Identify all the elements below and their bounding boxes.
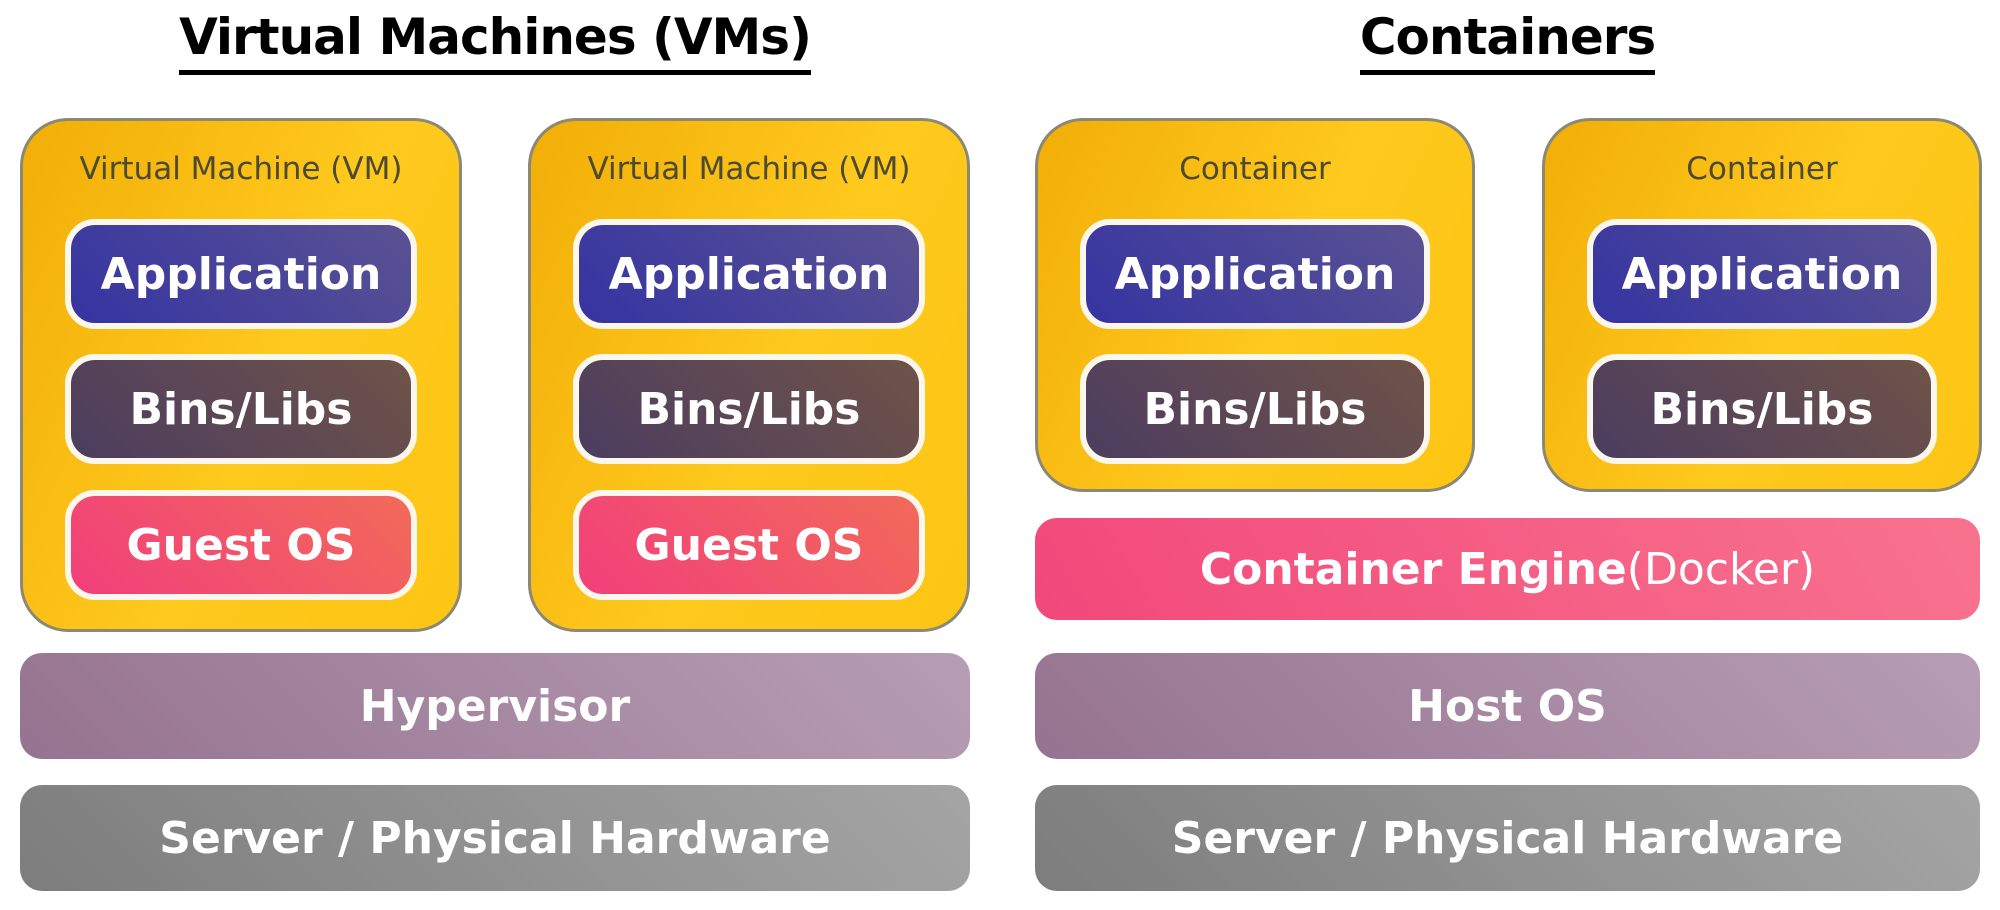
host-os-label: Host OS xyxy=(1408,680,1607,732)
container-card-2: Container Application Bins/Libs xyxy=(1542,118,1982,492)
hypervisor-label: Hypervisor xyxy=(359,680,631,732)
bins-libs-label: Bins/Libs xyxy=(637,383,861,435)
application-label: Application xyxy=(100,248,382,300)
guest-os-label: Guest OS xyxy=(126,519,356,571)
application-label: Application xyxy=(608,248,890,300)
container-card-1-label: Container xyxy=(1179,151,1331,187)
vm-section-title: Virtual Machines (VMs) xyxy=(20,8,970,75)
bins-libs-label: Bins/Libs xyxy=(129,383,353,435)
vm-card-1-bins-libs-box: Bins/Libs xyxy=(65,354,417,464)
vm-card-2-label: Virtual Machine (VM) xyxy=(587,151,911,187)
container-engine-label: Container Engine xyxy=(1199,543,1627,595)
server-hardware-bar-right: Server / Physical Hardware xyxy=(1035,785,1980,891)
container-card-1-application-box: Application xyxy=(1080,219,1430,329)
bins-libs-label: Bins/Libs xyxy=(1650,383,1874,435)
containers-section-title-text: Containers xyxy=(1359,10,1656,75)
container-engine-docker-label: (Docker) xyxy=(1626,543,1816,595)
containers-section-title: Containers xyxy=(1035,8,1980,75)
bins-libs-label: Bins/Libs xyxy=(1143,383,1367,435)
host-os-bar: Host OS xyxy=(1035,653,1980,759)
vm-card-1-label: Virtual Machine (VM) xyxy=(79,151,403,187)
server-hardware-label: Server / Physical Hardware xyxy=(1171,812,1844,864)
vm-card-2-bins-libs-box: Bins/Libs xyxy=(573,354,925,464)
vm-card-1-application-box: Application xyxy=(65,219,417,329)
container-card-2-label: Container xyxy=(1686,151,1838,187)
container-card-2-application-box: Application xyxy=(1587,219,1937,329)
guest-os-label: Guest OS xyxy=(634,519,864,571)
vm-card-2-guest-os-box: Guest OS xyxy=(573,490,925,600)
hypervisor-bar: Hypervisor xyxy=(20,653,970,759)
vm-section-title-text: Virtual Machines (VMs) xyxy=(179,10,812,75)
application-label: Application xyxy=(1114,248,1396,300)
server-hardware-label: Server / Physical Hardware xyxy=(159,812,831,864)
vm-card-2-application-box: Application xyxy=(573,219,925,329)
vm-card-2: Virtual Machine (VM) Application Bins/Li… xyxy=(528,118,970,632)
container-card-2-bins-libs-box: Bins/Libs xyxy=(1587,354,1937,464)
container-card-1: Container Application Bins/Libs xyxy=(1035,118,1475,492)
vm-card-1-guest-os-box: Guest OS xyxy=(65,490,417,600)
vm-card-1: Virtual Machine (VM) Application Bins/Li… xyxy=(20,118,462,632)
application-label: Application xyxy=(1621,248,1903,300)
container-card-1-bins-libs-box: Bins/Libs xyxy=(1080,354,1430,464)
server-hardware-bar-left: Server / Physical Hardware xyxy=(20,785,970,891)
container-engine-bar: Container Engine (Docker) xyxy=(1035,518,1980,620)
